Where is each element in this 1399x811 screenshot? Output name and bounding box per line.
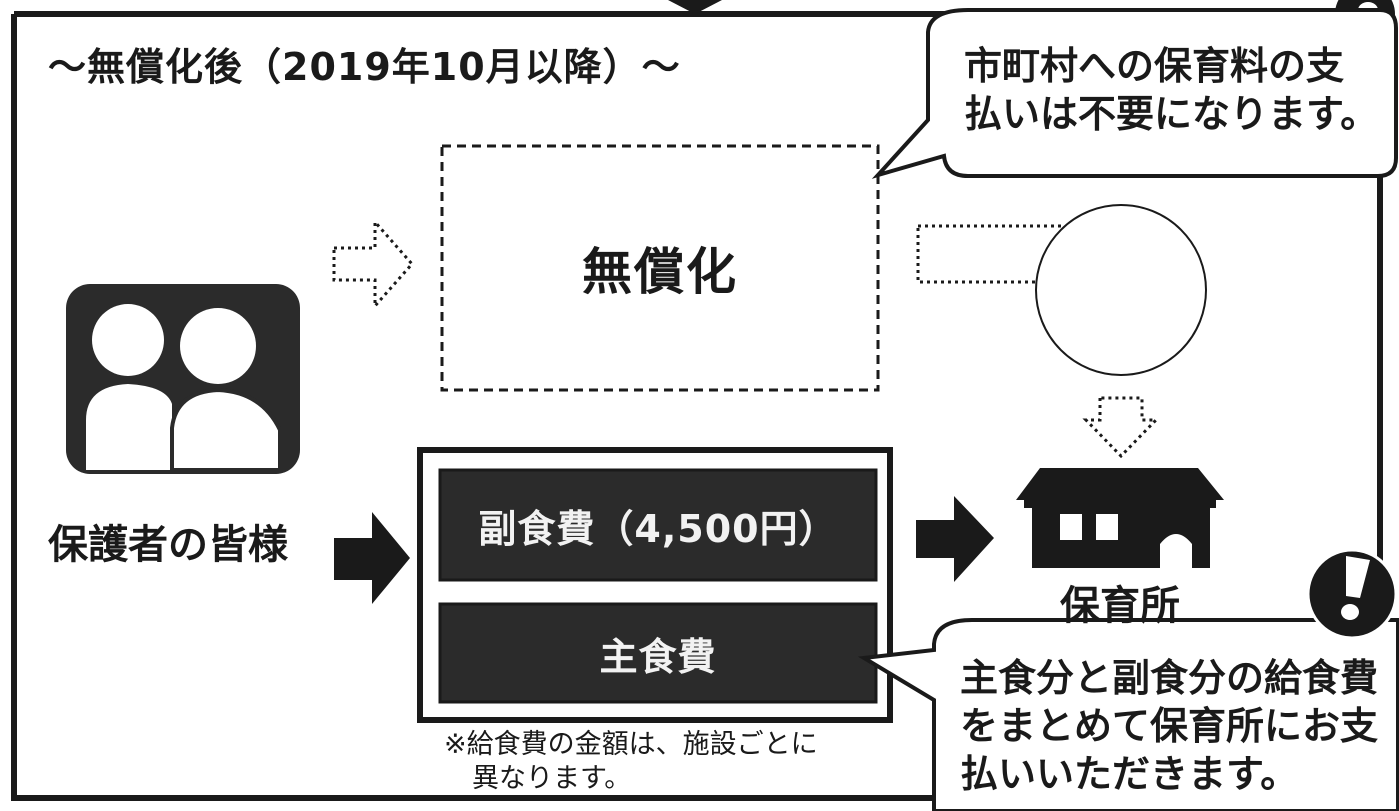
- footnote-line1: ※給食費の金額は、施設ごとに: [444, 729, 818, 760]
- free-box-label: 無償化: [582, 243, 738, 301]
- bubble-bottom-text: 主食分と副食分の給食費 をまとめて保育所にお支 払いいただきます。: [960, 654, 1390, 798]
- staple-box: [438, 602, 878, 704]
- house-icon: [1016, 468, 1224, 568]
- top-arrow-tip: [668, 0, 722, 14]
- bubble-top-line2: 払いは不要になります。: [964, 92, 1379, 136]
- guardians-label: 保護者の皆様: [48, 522, 288, 568]
- bubble-bottom-line3: 払いいただきます。: [960, 752, 1299, 796]
- dotted-arrow-left: [332, 218, 414, 310]
- speech-bubble-top: [871, 8, 1398, 179]
- footnote: ※給食費の金額は、施設ごとに 異なります。: [444, 728, 904, 796]
- solid-arrow-right: [916, 496, 994, 582]
- side-dish-box: [438, 468, 878, 582]
- speech-bubble-bottom: [857, 618, 1399, 811]
- empty-circle: [1035, 204, 1207, 376]
- free-box: [440, 144, 880, 392]
- bubble-bottom-line2: をまとめて保育所にお支: [960, 704, 1379, 748]
- dotted-bar-right: [916, 224, 1066, 284]
- bubble-bottom-line1: 主食分と副食分の給食費: [960, 656, 1379, 700]
- footnote-line2: 異なります。: [472, 763, 632, 794]
- staple-fee-label: 主食費: [599, 634, 717, 679]
- bubble-top-line1: 市町村への保育料の支: [964, 44, 1345, 88]
- page-title: 〜無償化後（2019年10月以降）〜: [48, 45, 681, 89]
- solid-arrow-left: [334, 512, 410, 604]
- side-dish-fee-label: 副食費（4,500円）: [478, 506, 838, 551]
- nursery-label: 保育所: [1060, 583, 1180, 629]
- bubble-top-text: 市町村への保育料の支 払いは不要になります。: [964, 42, 1384, 138]
- dotted-arrow-down: [1082, 396, 1160, 459]
